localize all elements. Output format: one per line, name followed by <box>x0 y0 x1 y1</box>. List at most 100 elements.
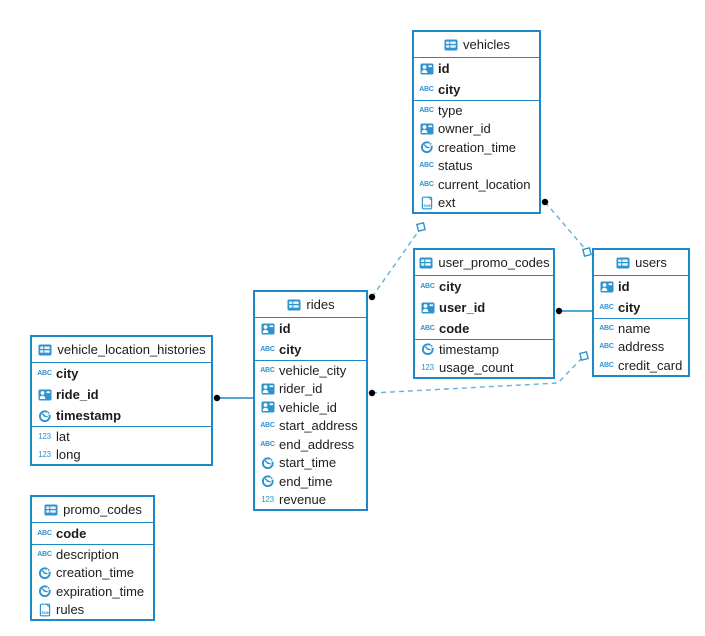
relationship-square-endpoint <box>582 247 592 257</box>
id-card-type-icon <box>260 400 275 414</box>
field-row-user_id[interactable]: user_id <box>415 297 553 318</box>
field-name: address <box>618 339 665 355</box>
field-row-end_time[interactable]: end_time <box>255 472 366 491</box>
abc-text-type-icon: ABC <box>599 304 614 311</box>
field-name: ride_id <box>56 387 99 402</box>
field-row-timestamp[interactable]: timestamp <box>415 340 553 359</box>
table-header-vehicles[interactable]: vehicles <box>414 32 539 58</box>
timestamp-type-icon <box>419 140 434 154</box>
svg-text:JSON: JSON <box>421 204 432 208</box>
field-row-vehicle_id[interactable]: vehicle_id <box>255 398 366 417</box>
field-name: description <box>56 546 119 562</box>
123-number-type-icon: 123 <box>38 431 51 441</box>
field-row-timestamp[interactable]: timestamp <box>32 405 211 426</box>
json-type-icon: JSON <box>419 196 434 210</box>
abc-text-type-icon: ABC <box>419 162 434 170</box>
table-icon <box>37 343 52 357</box>
relationship-dot-endpoint <box>213 394 221 402</box>
field-name: vehicle_id <box>279 399 337 415</box>
relationship-line-vehicles-users[interactable] <box>544 201 587 251</box>
field-name: rules <box>56 602 85 618</box>
relationship-square-endpoint <box>416 222 426 232</box>
field-row-id[interactable]: id <box>414 58 539 79</box>
table-name: vehicles <box>463 37 510 52</box>
field-name: id <box>279 321 291 336</box>
table-header-users[interactable]: users <box>594 250 688 276</box>
table-header-rides[interactable]: rides <box>255 292 366 318</box>
field-row-id[interactable]: id <box>255 318 366 339</box>
field-row-creation_time[interactable]: creation_time <box>32 564 153 583</box>
field-row-creation_time[interactable]: creation_time <box>414 138 539 157</box>
table-icon <box>43 503 58 517</box>
relationship-square-endpoint <box>579 351 589 361</box>
timestamp-type-icon <box>37 409 52 423</box>
table-icon <box>443 38 458 52</box>
field-row-ride_id[interactable]: ride_id <box>32 384 211 405</box>
field-name: end_time <box>279 473 333 489</box>
field-row-address[interactable]: ABC address <box>594 338 688 357</box>
abc-text-type-icon: ABC <box>37 530 52 537</box>
field-name: id <box>438 61 450 76</box>
field-row-owner_id[interactable]: owner_id <box>414 120 539 139</box>
field-name: current_location <box>438 176 531 192</box>
abc-text-type-icon: ABC <box>599 343 614 351</box>
abc-text-type-icon: ABC <box>260 422 275 430</box>
relationship-dot-endpoint <box>541 198 549 206</box>
table-name: vehicle_location_histories <box>57 342 206 357</box>
table-header-user_promo_codes[interactable]: user_promo_codes <box>415 250 553 276</box>
abc-text-type-icon: ABC <box>599 324 614 332</box>
table-header-vehicle_location_histories[interactable]: vehicle_location_histories <box>32 337 211 363</box>
table-header-promo_codes[interactable]: promo_codes <box>32 497 153 523</box>
timestamp-type-icon <box>420 342 435 356</box>
id-card-type-icon <box>419 122 434 136</box>
field-row-start_time[interactable]: start_time <box>255 454 366 473</box>
abc-text-type-icon: ABC <box>419 86 434 93</box>
timestamp-type-icon <box>260 474 275 488</box>
field-row-expiration_time[interactable]: expiration_time <box>32 582 153 601</box>
field-row-code[interactable]: ABC code <box>32 523 153 544</box>
field-name: revenue <box>279 492 326 508</box>
table-name: user_promo_codes <box>438 255 550 270</box>
123-number-type-icon: 123 <box>421 363 434 373</box>
field-name: user_id <box>439 300 486 315</box>
abc-text-type-icon: ABC <box>260 346 275 353</box>
field-name: rider_id <box>279 381 323 397</box>
field-row-id[interactable]: id <box>594 276 688 297</box>
field-row-rider_id[interactable]: rider_id <box>255 380 366 399</box>
field-name: code <box>56 526 87 541</box>
